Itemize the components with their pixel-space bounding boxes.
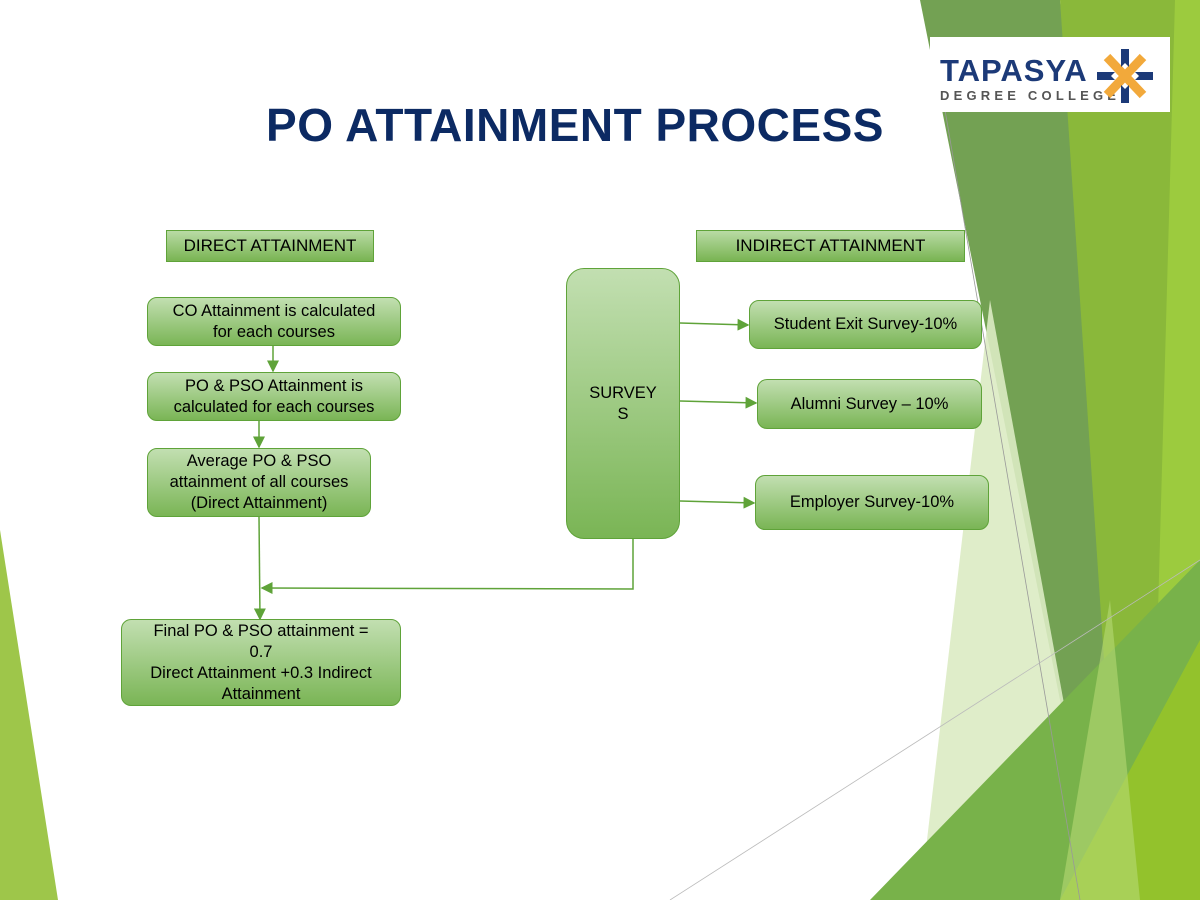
step-text-line: Average PO & PSO (186, 452, 332, 470)
light-overlay (1060, 600, 1140, 900)
step-text-line: attainment of all courses (169, 473, 349, 491)
step-text-line: calculated for each courses (173, 397, 375, 416)
college-logo: TAPASYA DEGREE COLLEGE (930, 37, 1170, 112)
po-pso-attainment-step: PO & PSO Attainment is calculated for ea… (147, 372, 401, 421)
direct-attainment-header-label: DIRECT ATTAINMENT (183, 236, 357, 255)
step-text-line: (Direct Attainment) (190, 494, 328, 512)
surveys-box: SURVEY S (566, 268, 680, 539)
survey-label: Employer Survey-10% (789, 493, 955, 511)
final-attainment-box: Final PO & PSO attainment = 0.7 Direct A… (121, 619, 401, 706)
slide-title: PO ATTAINMENT PROCESS (266, 99, 884, 151)
indirect-attainment-header-label: INDIRECT ATTAINMENT (735, 236, 926, 255)
direct-attainment-header: DIRECT ATTAINMENT (166, 230, 374, 262)
surveys-label-line: S (617, 404, 629, 423)
final-text-line: Direct Attainment +0.3 Indirect (150, 663, 372, 682)
alumni-survey-box: Alumni Survey – 10% (757, 379, 982, 429)
indirect-attainment-header: INDIRECT ATTAINMENT (696, 230, 965, 262)
student-exit-survey-box: Student Exit Survey-10% (749, 300, 982, 349)
step-text-line: CO Attainment is calculated (172, 301, 376, 320)
thin-cross-line (669, 559, 1200, 900)
co-attainment-step: CO Attainment is calculated for each cou… (147, 297, 401, 346)
final-text-line: Attainment (221, 684, 301, 703)
surveys-label-line: SURVEY (589, 383, 657, 402)
final-text-line: 0.7 (249, 642, 273, 661)
thin-diagonal-line (944, 109, 1081, 900)
star-cross-emblem-icon (1097, 49, 1153, 103)
step-text-line: for each courses (213, 322, 335, 341)
survey-label: Alumni Survey – 10% (790, 394, 949, 413)
final-text-line: Final PO & PSO attainment = (153, 621, 369, 640)
left-green-wedge (0, 530, 58, 900)
average-po-pso-step: Average PO & PSO attainment of all cours… (147, 448, 371, 517)
survey-label: Student Exit Survey-10% (773, 315, 958, 333)
logo-subtitle: DEGREE COLLEGE (940, 88, 1121, 103)
step-text-line: PO & PSO Attainment is (185, 376, 363, 395)
logo-name: TAPASYA (940, 53, 1088, 88)
employer-survey-box: Employer Survey-10% (755, 475, 989, 530)
